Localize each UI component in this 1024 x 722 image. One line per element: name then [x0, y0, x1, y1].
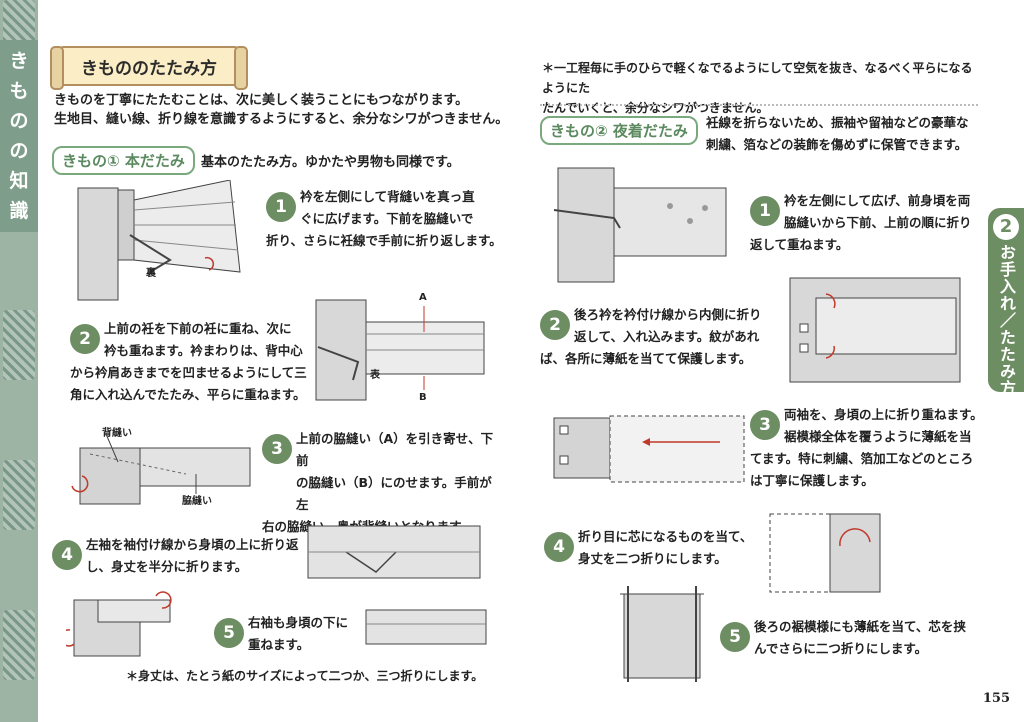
side-title-char: 知: [9, 170, 29, 192]
section1-footnote: ＊身丈は、たとう紙のサイズによって二つか、三つ折りにします。: [126, 669, 484, 683]
step2-kimono-illustration: A B 表: [308, 292, 488, 407]
side-title-char: の: [9, 140, 29, 162]
s2-step4-illustration: [766, 508, 886, 596]
section1-step4: 4 左袖を袖付け線から身頃の上に折り返 し、身丈を半分に折ります。: [52, 534, 302, 578]
step-line: 衿を左側にして広げ、前身頃を両: [784, 193, 971, 208]
label-omote: 表: [370, 370, 380, 381]
step-line: 後ろ衿を衿付け線から内側に折り: [574, 307, 762, 322]
section2-label: きもの② 夜着だたみ: [540, 116, 698, 145]
intro-line: きものを丁寧にたたむことは、次に美しく装うことにもつながります。: [54, 93, 469, 108]
section2-description: 衽線を折らないため、振袖や留袖などの豪華な 刺繍、箔などの装飾を傷めずに保管でき…: [706, 112, 986, 156]
step-line: 脇縫いから下前、上前の順に折り: [784, 215, 972, 230]
desc-line: 衽線を折らないため、振袖や留袖などの豪華な: [706, 115, 969, 130]
step-number: 2: [70, 324, 100, 354]
step-number: 1: [266, 192, 296, 222]
kimono-pattern-decoration: [3, 610, 35, 680]
step-line: の脇縫い（B）にのせます。手前が左: [296, 475, 492, 512]
step-line: 右袖も身頃の下に: [248, 615, 349, 630]
step-line: んでさらに二つ折りにします。: [754, 641, 928, 656]
page-heading-banner: きもののたたみ方: [50, 46, 248, 90]
step-number: 2: [540, 310, 570, 340]
section1-description: 基本のたたみ方。ゆかたや男物も同様です。: [200, 155, 460, 170]
dotted-divider: [540, 104, 978, 106]
section2-step1: 1 衿を左側にして広げ、前身頃を両 脇縫いから下前、上前の順に折り 返して重ねま…: [750, 190, 980, 256]
step-line: から衿肩あきまでを凹ませるようにして三: [70, 365, 307, 380]
step-line: 上前の衽を下前の衽に重ね、次に: [104, 321, 292, 336]
step-line: ば、各所に薄紙を当てて保護します。: [540, 351, 752, 366]
kimono-pattern-decoration: [3, 310, 35, 380]
step-number: 3: [750, 410, 780, 440]
label-wakinui: 脇縫い: [182, 496, 212, 507]
step-line: 折り目に芯になるものを当て、: [578, 529, 753, 544]
s2-step3-illustration: [550, 412, 746, 484]
step-line: 折り、さらに衽線で手前に折り返します。: [266, 233, 502, 248]
step1-kimono-illustration: 裏: [70, 180, 245, 305]
step-line: 上前の脇縫い（A）を引き寄せ、下前: [296, 431, 494, 468]
page-heading: きもののたたみ方: [81, 58, 217, 79]
step4-kimono-illustration: [306, 522, 486, 586]
section1-header: きもの① 本だたみ 基本のたたみ方。ゆかたや男物も同様です。: [52, 146, 460, 175]
section2-step3: 3 両袖を、身頃の上に折り重ねます。 裾模様全体を覆うように薄紙を当 てます。特…: [750, 404, 986, 492]
side-title-char: の: [9, 110, 29, 132]
step-line: 返して重ねます。: [750, 237, 849, 252]
s2-step5-illustration: [614, 582, 710, 686]
desc-line: 刺繍、箔などの装飾を傷めずに保管できます。: [706, 137, 968, 152]
side-title-char: も: [9, 80, 29, 102]
step-number: 4: [544, 532, 574, 562]
step-line: 裾模様全体を覆うように薄紙を当: [784, 429, 972, 444]
chapter-number: 2: [993, 214, 1019, 240]
intro-line: 生地目、縫い線、折り線を意識するようにすると、余分なシワがつきません。: [54, 112, 509, 127]
step-line: 角に入れ込んでたたみ、平らに重ねます。: [70, 387, 306, 402]
label-a: A: [419, 292, 427, 303]
note-line: ＊一工程毎に手のひらで軽くなでるようにして空気を抜き、なるべく平らになるようにた: [542, 61, 973, 95]
chapter-tab: 2 お手入れ／たたみ方編: [988, 208, 1024, 414]
step-number: 4: [52, 540, 82, 570]
section1-step5: 5 右袖も身頃の下に 重ねます。: [214, 612, 364, 656]
step-line: 衿も重ねます。衿まわりは、背中心: [104, 343, 303, 358]
side-chapter-title: き も の の 知 識: [0, 40, 38, 232]
section2-header: きもの② 夜着だたみ: [540, 116, 698, 145]
section2-step4: 4 折り目に芯になるものを当て、 身丈を二つ折りにします。: [544, 526, 764, 570]
step-line: 衿を左側にして背縫いを真っ直: [300, 189, 475, 204]
step-line: ぐに広げます。下前を脇縫いで: [300, 211, 474, 226]
label-b: B: [419, 392, 427, 403]
step-line: 両袖を、身頃の上に折り重ねます。: [784, 407, 983, 422]
step5-kimono-illustration: [66, 590, 186, 662]
label-ura: 裏: [146, 268, 156, 279]
kimono-pattern-decoration: [3, 460, 35, 530]
step-line: 返して、入れ込みます。紋があれ: [574, 329, 760, 344]
right-top-note: ＊一工程毎に手のひらで軽くなでるようにして空気を抜き、なるべく平らになるようにた…: [542, 58, 982, 118]
step5-folded-illustration: [362, 600, 490, 650]
intro-text: きものを丁寧にたたむことは、次に美しく装うことにもつながります。 生地目、縫い線…: [54, 91, 508, 129]
section1-label: きもの① 本だたみ: [52, 146, 195, 175]
step-line: 後ろの裾模様にも薄紙を当て、芯を挟: [754, 619, 966, 634]
side-title-char: き: [9, 50, 29, 72]
label-senui: 背縫い: [102, 428, 132, 439]
chapter-tab-text: お手入れ／たたみ方編: [997, 244, 1016, 414]
section1-step2: 2 上前の衽を下前の衽に重ね、次に 衿も重ねます。衿まわりは、背中心 から衿肩あ…: [70, 318, 310, 406]
step-line: し、身丈を半分に折ります。: [86, 559, 248, 574]
side-title-char: 識: [9, 200, 29, 222]
section2-step5: 5 後ろの裾模様にも薄紙を当て、芯を挟 んでさらに二つ折りにします。: [720, 616, 980, 660]
step-number: 3: [262, 434, 292, 464]
s2-step1-illustration: [550, 166, 730, 284]
step-line: 身丈を二つ折りにします。: [578, 551, 727, 566]
page-number: 155: [982, 691, 1010, 706]
step-line: てます。特に刺繍、箔加工などのところ: [750, 451, 974, 466]
step-line: 左袖を袖付け線から身頃の上に折り返: [86, 537, 299, 552]
step-number: 5: [720, 622, 750, 652]
section2-step2: 2 後ろ衿を衿付け線から内側に折り 返して、入れ込みます。紋があれ ば、各所に薄…: [540, 304, 790, 370]
step-number: 1: [750, 196, 780, 226]
section1-step1: 1 衿を左側にして背縫いを真っ直 ぐに広げます。下前を脇縫いで 折り、さらに衽線…: [266, 186, 506, 252]
step-number: 5: [214, 618, 244, 648]
step-line: は丁寧に保護します。: [750, 473, 874, 488]
step-line: 重ねます。: [248, 637, 310, 652]
step3-kimono-illustration: 背縫い 脇縫い: [66, 424, 256, 507]
s2-step2-illustration: [786, 274, 966, 384]
